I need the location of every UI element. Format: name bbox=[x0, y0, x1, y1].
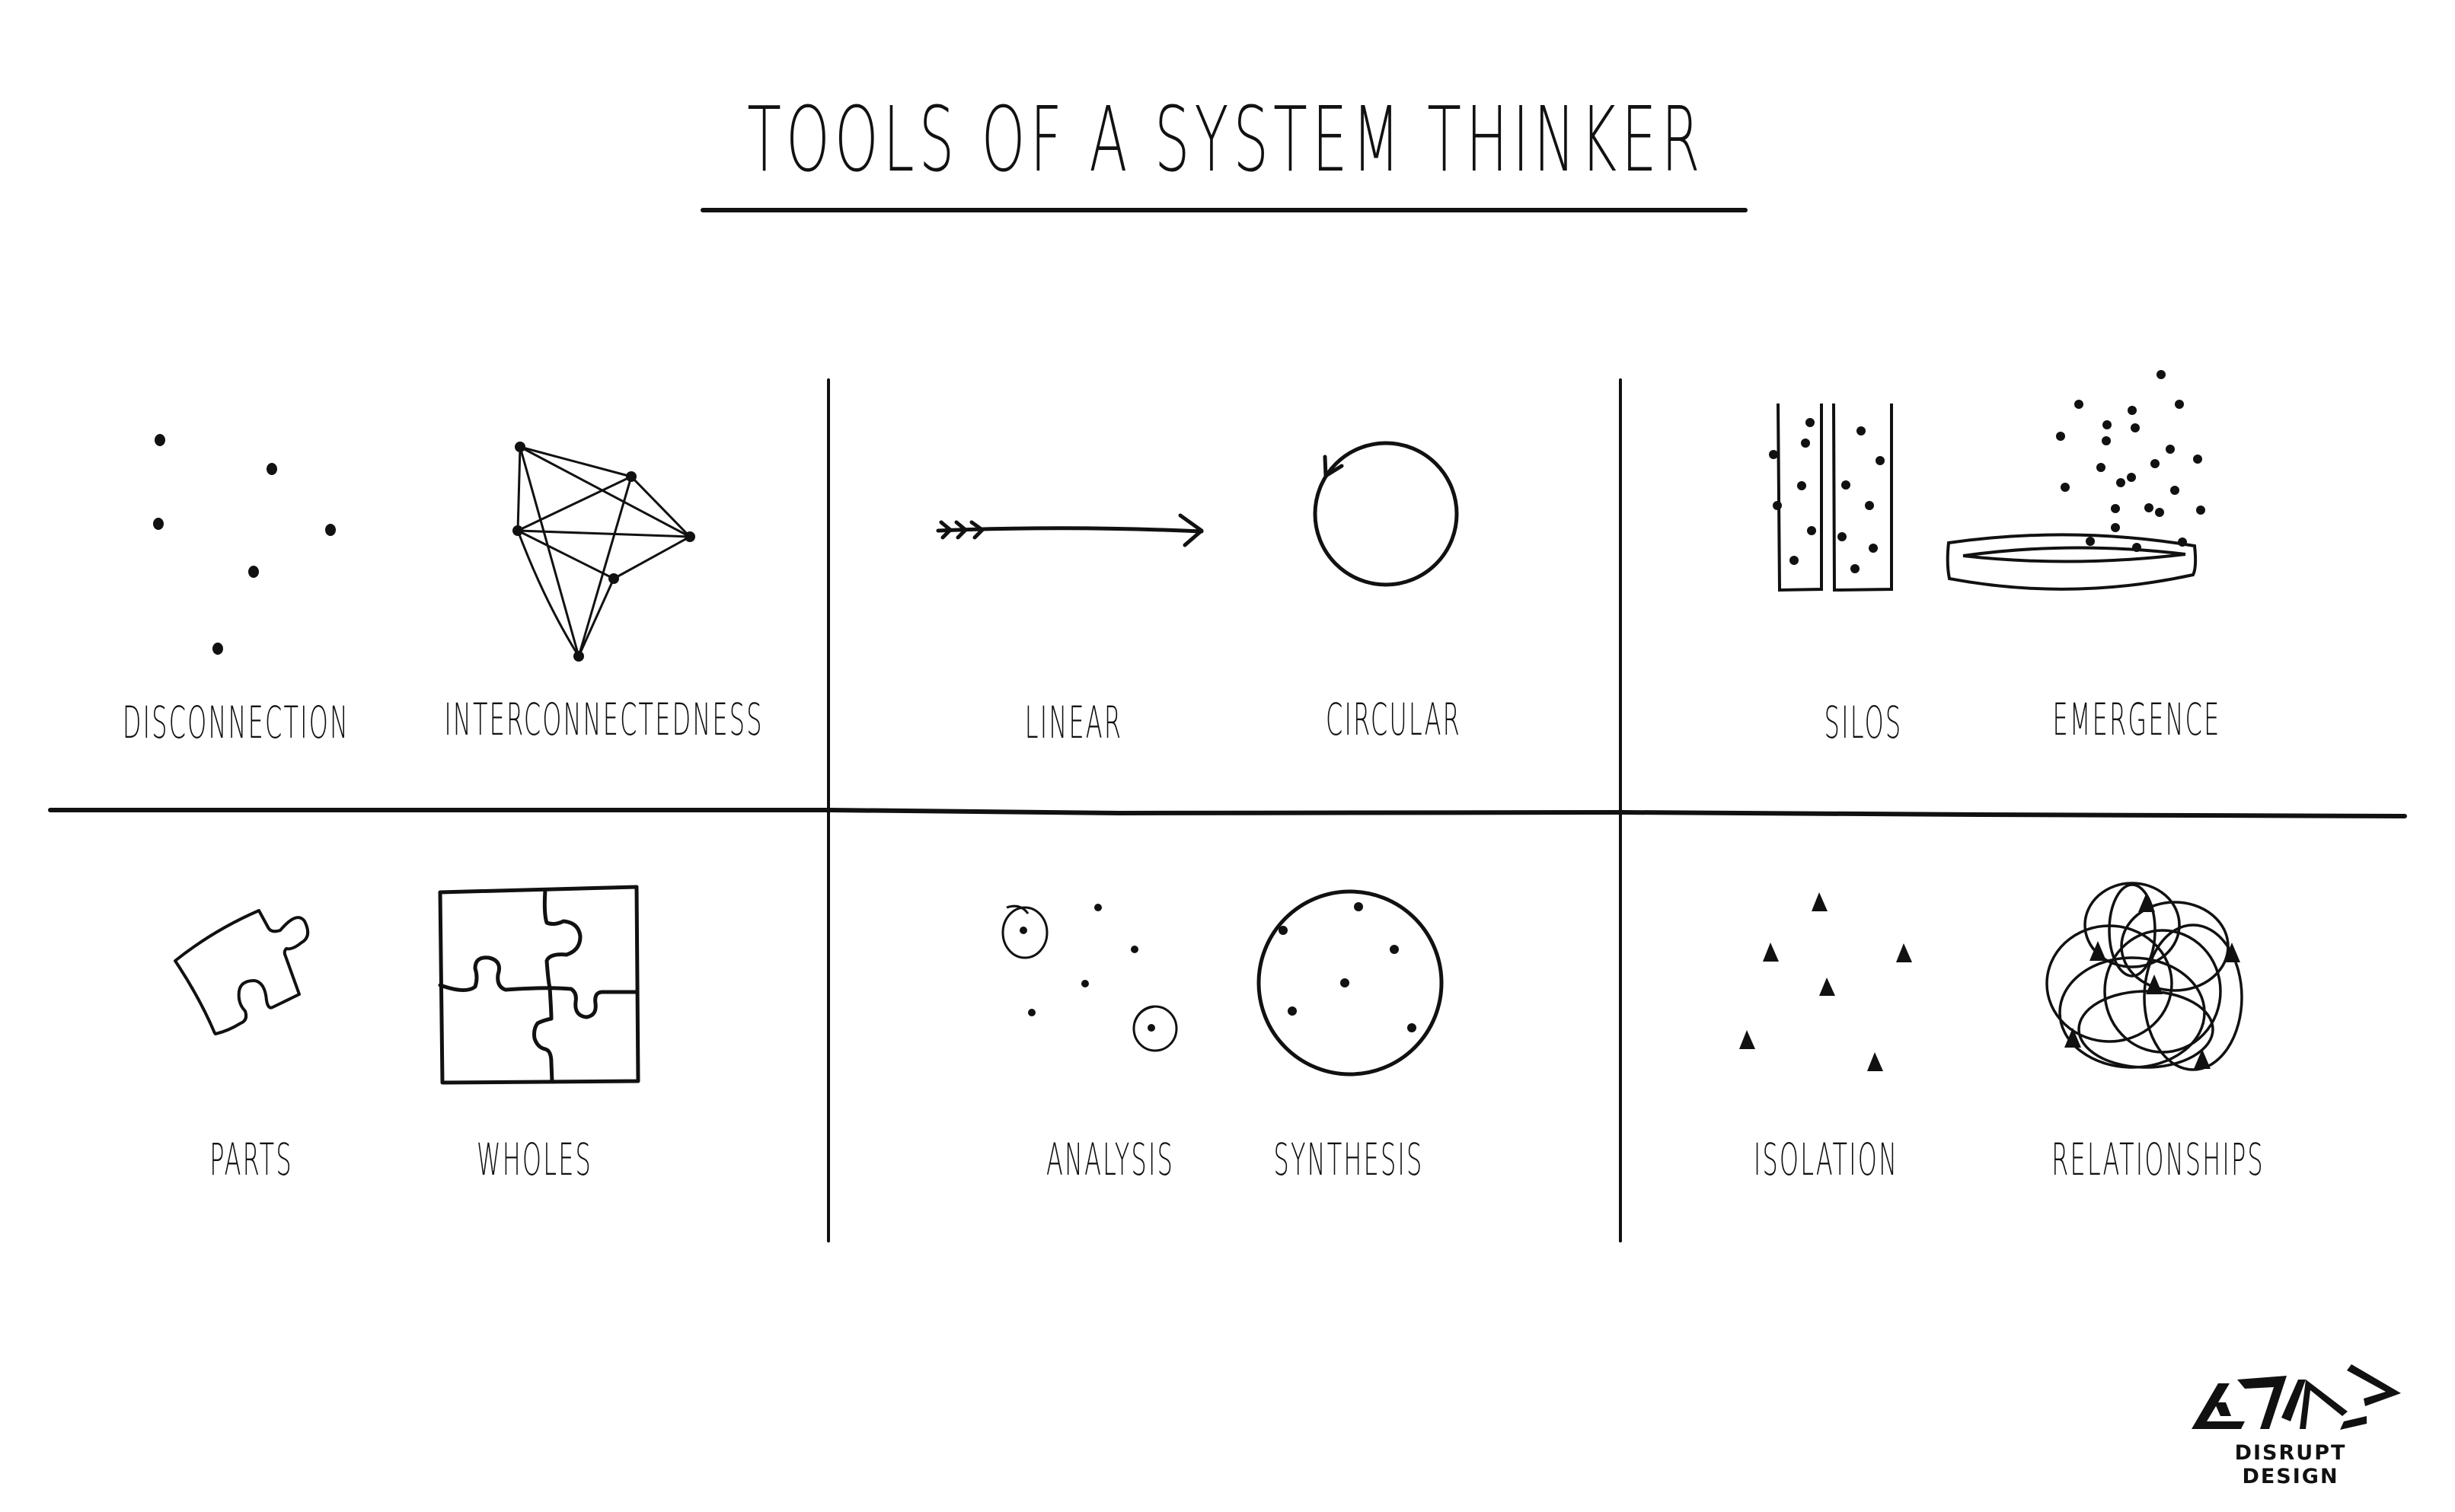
circular-arrow-icon bbox=[1313, 441, 1459, 587]
scattered-triangles-icon bbox=[1739, 892, 1912, 1071]
scattered-dots-icon bbox=[153, 434, 336, 655]
label-circular: CIRCULAR bbox=[1326, 694, 1461, 745]
label-interconnectedness: INTERCONNECTEDNESS bbox=[444, 694, 764, 745]
page-title: TOOLS OF A SYSTEM THINKER bbox=[747, 87, 1705, 192]
label-wholes: WHOLES bbox=[476, 1134, 593, 1185]
label-analysis: ANALYSIS bbox=[1046, 1134, 1175, 1185]
label-parts: PARTS bbox=[209, 1134, 293, 1185]
label-relationships: RELATIONSHIPS bbox=[2051, 1134, 2265, 1185]
horizontal-divider bbox=[48, 808, 2407, 818]
emerging-dots-bowl-icon bbox=[1946, 370, 2205, 591]
label-silos: SILOS bbox=[1824, 697, 1903, 748]
label-linear: LINEAR bbox=[1024, 697, 1123, 748]
linked-triangles-icon bbox=[2045, 882, 2243, 1071]
label-isolation: ISOLATION bbox=[1753, 1134, 1899, 1185]
connected-network-icon bbox=[512, 442, 695, 662]
title-underline bbox=[701, 208, 1748, 212]
brand-name: DISRUPT DESIGN bbox=[2234, 1441, 2347, 1488]
arrow-icon bbox=[936, 513, 1204, 547]
puzzle-piece-icon bbox=[174, 909, 310, 1035]
grid-lines bbox=[48, 378, 2407, 1242]
circled-dots-icon bbox=[1001, 904, 1178, 1052]
label-disconnection: DISCONNECTION bbox=[122, 697, 350, 748]
label-emergence: EMERGENCE bbox=[2052, 694, 2221, 745]
disrupt-design-logo-icon bbox=[2192, 1364, 2401, 1430]
dots-in-circle-icon bbox=[1256, 889, 1444, 1077]
label-synthesis: SYNTHESIS bbox=[1273, 1134, 1424, 1185]
silo-columns-icon bbox=[1769, 403, 1893, 592]
completed-puzzle-icon bbox=[438, 885, 640, 1085]
